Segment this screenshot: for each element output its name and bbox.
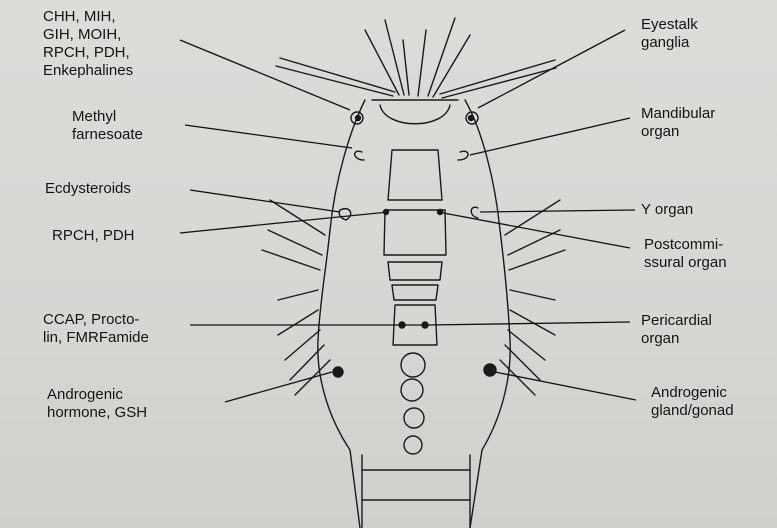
carapace [318,100,510,528]
label-androgenic-gland-gonad: Androgenic gland/gonad [651,384,734,420]
label-y-organ: Y organ [641,201,693,219]
label-ecdysteroids: Ecdysteroids [45,180,131,198]
antennae [276,18,556,98]
label-eyestalk-ganglia: Eyestalk ganglia [641,16,698,52]
label-pericardial-organ: Pericardial organ [641,312,712,348]
label-rpch-pdh: RPCH, PDH [52,227,135,245]
abdomen-segments [362,353,470,528]
label-postcommissural-organ: Postcommi- ssural organ [644,236,727,272]
legs-left [262,200,330,395]
label-androgenic-hormone-gsh: Androgenic hormone, GSH [47,386,147,422]
label-mandibular-organ: Mandibular organ [641,105,715,141]
label-methyl-farnesoate: Methyl farnesoate [72,108,143,144]
label-ccap-proctolin-fmrfamide: CCAP, Procto- lin, FMRFamide [43,311,149,347]
organ-markers [333,112,496,377]
label-chh-mih-gih-moih-rpch-pdh-enkephalines: CHH, MIH, GIH, MOIH, RPCH, PDH, Enkephal… [43,8,133,80]
